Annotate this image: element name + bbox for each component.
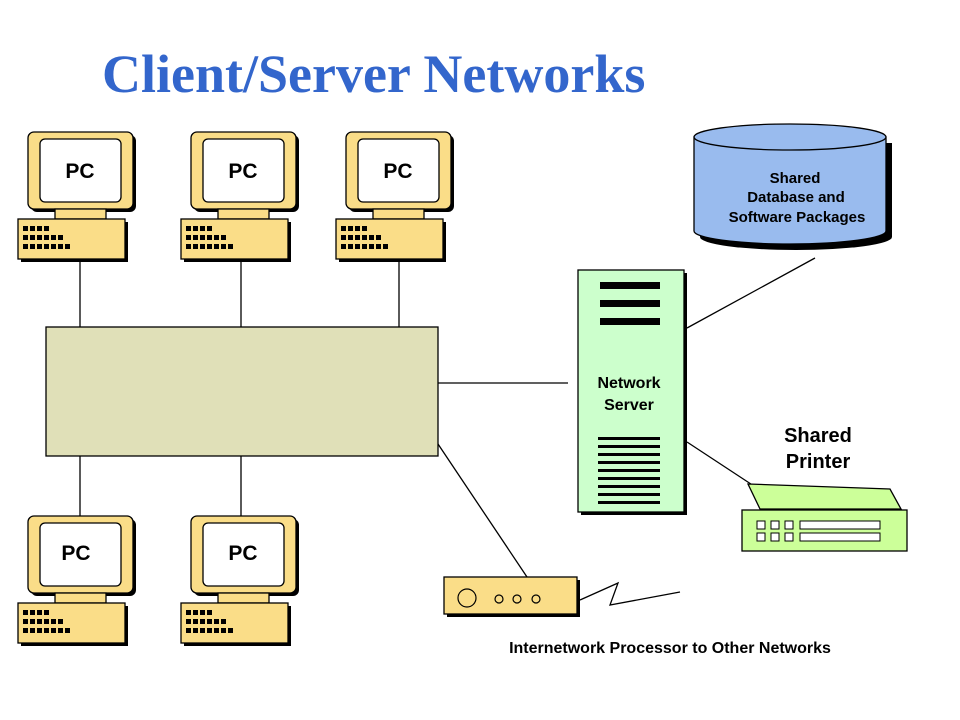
database-label-line-2: Database and [747, 189, 845, 206]
pc-5[interactable]: PC [180, 515, 300, 647]
pc-label: PC [228, 160, 257, 183]
internetwork-label: Internetwork Processor to Other Networks [509, 640, 831, 657]
link-server-database [686, 257, 816, 329]
page-title: Client/Server Networks [102, 44, 645, 104]
network-server[interactable]: Network Server [577, 269, 687, 515]
server-icon [577, 269, 687, 515]
computer-icon [180, 131, 300, 263]
pc-1[interactable]: PC [17, 131, 137, 263]
network-links [79, 257, 816, 606]
pc-2[interactable]: PC [180, 131, 300, 263]
printer-label-line-2: Printer [786, 451, 851, 473]
pc-label: PC [65, 160, 94, 183]
computer-icon [335, 131, 455, 263]
link-modem-external [579, 581, 681, 606]
network-hub[interactable] [45, 326, 439, 457]
pc-label: PC [228, 542, 257, 565]
printer-icon [741, 483, 908, 552]
server-label-line-1: Network [597, 375, 660, 392]
pc-4[interactable]: PC [17, 515, 137, 647]
database-label-line-3: Software Packages [729, 209, 866, 226]
modem-icon [443, 576, 580, 617]
computer-icon [17, 131, 137, 263]
server-label-line-2: Server [604, 397, 654, 414]
computer-icon [180, 515, 300, 647]
link-hub-modem [437, 443, 528, 578]
pc-label: PC [383, 160, 412, 183]
pc-3[interactable]: PC [335, 131, 455, 263]
shared-database[interactable]: Shared Database and Software Packages [693, 123, 892, 250]
internetwork-processor[interactable]: Internetwork Processor to Other Networks [443, 576, 831, 657]
shared-printer[interactable]: Shared Printer [741, 425, 908, 552]
pc-label: PC [61, 542, 90, 565]
link-server-printer [686, 441, 761, 491]
database-icon [693, 123, 892, 250]
computer-icon [17, 515, 137, 647]
database-label-line-1: Shared [770, 170, 821, 187]
printer-label-line-1: Shared [784, 425, 852, 447]
